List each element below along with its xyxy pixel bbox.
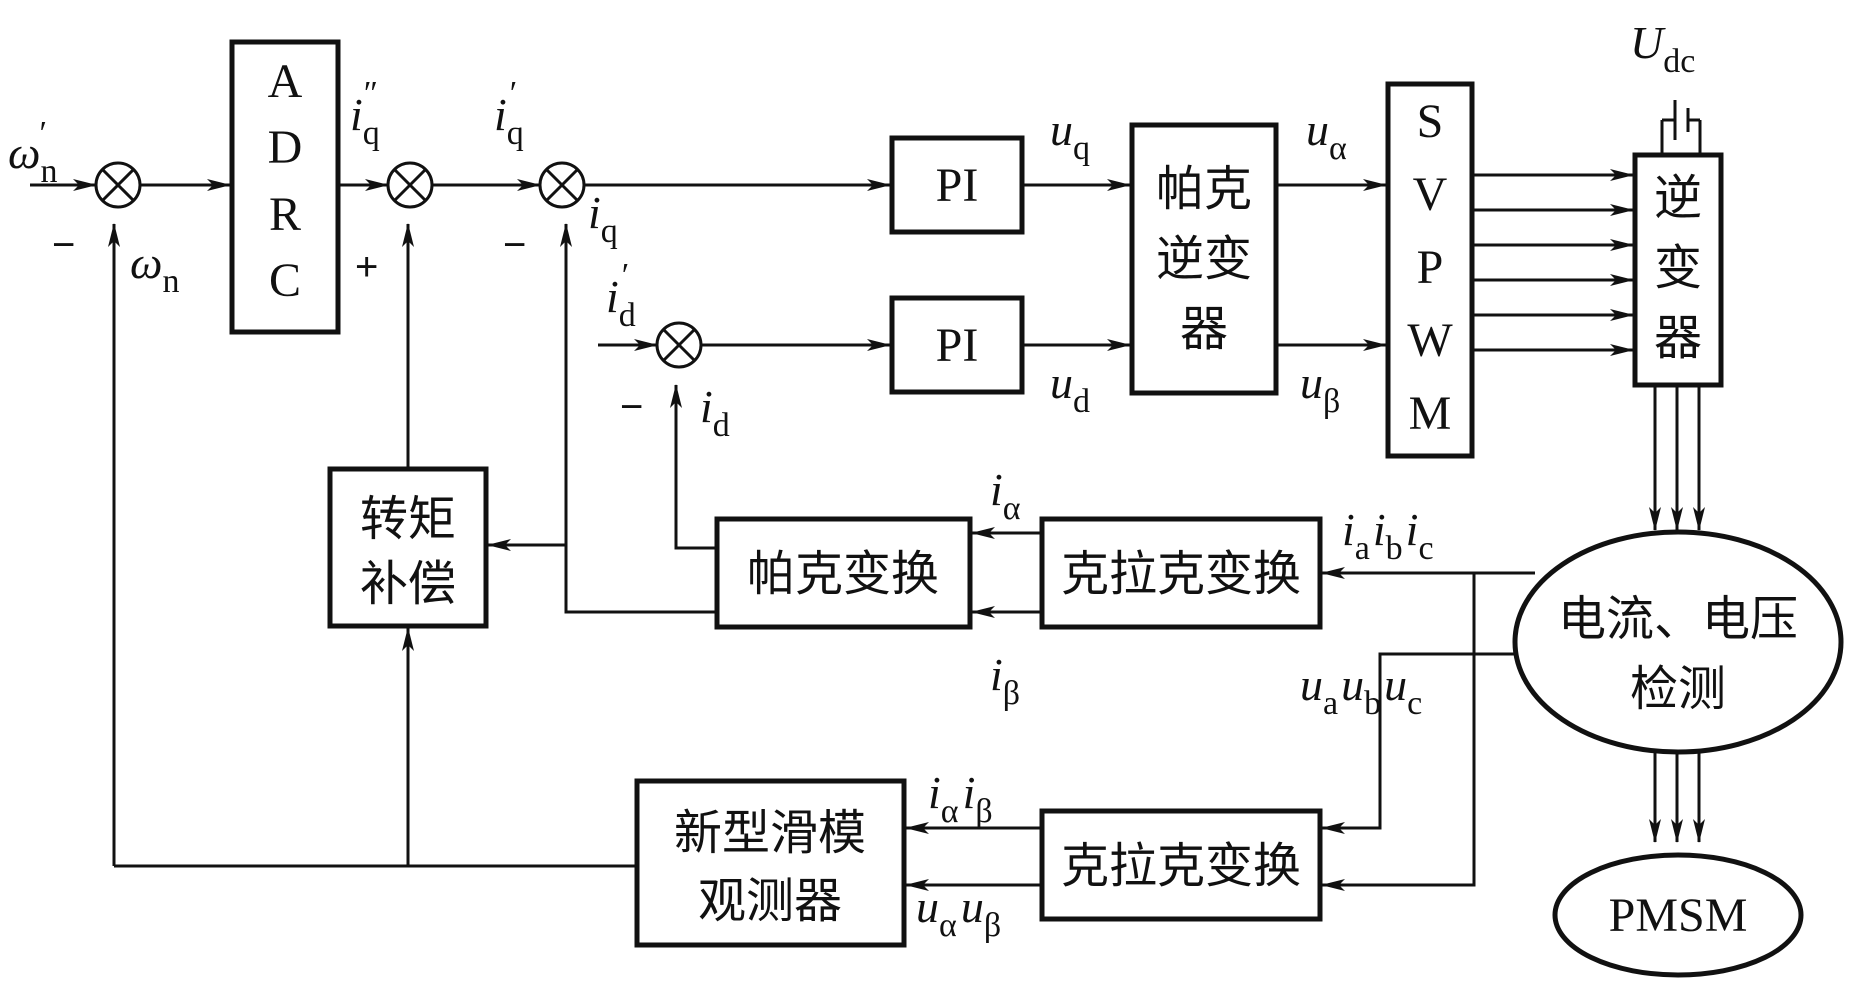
svg-text:C: C — [269, 254, 301, 307]
label-i-abc: iaibic — [1342, 504, 1434, 567]
svg-text:检测: 检测 — [1630, 661, 1726, 717]
svg-text:新型滑模: 新型滑模 — [674, 805, 866, 861]
pmsm-motor-block: PMSM — [1552, 852, 1804, 978]
label-i-beta: iβ — [990, 649, 1020, 712]
pi-q-controller: PI — [889, 135, 1025, 235]
svg-text:D: D — [268, 121, 303, 174]
svg-text:观测器: 观测器 — [698, 873, 842, 929]
label-omega-ref: ωn′ — [8, 115, 57, 190]
sign-speed-minus: − — [52, 223, 75, 267]
id-current-summing-junction — [655, 321, 703, 369]
svpwm-block: S V P W M — [1385, 81, 1475, 459]
svg-text:P: P — [1417, 241, 1444, 294]
label-u-abc: uaubuc — [1300, 659, 1422, 722]
speed-summing-junction — [94, 161, 142, 209]
label-iq-double-prime: iq″ — [350, 75, 380, 152]
iq-current-summing-junction — [538, 161, 586, 209]
connection-wires — [30, 100, 1705, 891]
sign-iq-plus: + — [355, 245, 378, 289]
clarke-voltage-block: 克拉克变换 — [1039, 808, 1323, 922]
svg-text:帕克: 帕克 — [1156, 161, 1252, 217]
svg-text:电流、电压: 电流、电压 — [1558, 591, 1798, 647]
pi-d-controller: PI — [889, 295, 1025, 395]
sliding-mode-observer-block: 新型滑模 观测器 — [634, 778, 907, 948]
svg-text:M: M — [1409, 387, 1452, 440]
svg-text:逆: 逆 — [1654, 170, 1702, 226]
iq-compensation-summing-junction — [386, 161, 434, 209]
svg-text:变: 变 — [1654, 240, 1702, 296]
svg-text:R: R — [269, 188, 301, 241]
svg-text:PMSM: PMSM — [1609, 889, 1748, 942]
svg-text:克拉克变换: 克拉克变换 — [1061, 838, 1301, 894]
svg-text:器: 器 — [1180, 301, 1228, 357]
label-u-alpha-beta: uαuβ — [916, 881, 1001, 944]
svg-text:克拉克变换: 克拉克变换 — [1061, 546, 1301, 602]
park-transform-block: 帕克变换 — [714, 516, 973, 630]
svg-text:PI: PI — [936, 159, 979, 212]
svg-text:A: A — [268, 55, 303, 108]
svg-text:V: V — [1413, 168, 1448, 221]
label-i-alpha: iα — [990, 464, 1021, 527]
svg-text:S: S — [1417, 95, 1444, 148]
svg-text:补偿: 补偿 — [360, 556, 456, 612]
label-udc: Udc — [1630, 17, 1695, 80]
clarke-current-block: 克拉克变换 — [1039, 516, 1323, 630]
sign-iq-minus: − — [503, 223, 526, 267]
inverse-park-block: 帕克 逆变 器 — [1129, 122, 1279, 396]
label-ud: ud — [1050, 357, 1090, 420]
svg-text:PI: PI — [936, 319, 979, 372]
label-iq-prime: iq′ — [494, 75, 524, 152]
svg-text:逆变: 逆变 — [1156, 231, 1252, 287]
sign-id-minus: − — [620, 385, 643, 429]
label-u-beta: uβ — [1300, 357, 1340, 420]
adrc-block: A D R C — [229, 39, 341, 335]
label-iq-feedback: iq — [588, 187, 618, 250]
label-uq: uq — [1050, 104, 1090, 167]
svg-text:W: W — [1407, 314, 1453, 367]
label-u-alpha: uα — [1306, 104, 1347, 167]
current-voltage-detection-block: 电流、电压 检测 — [1512, 529, 1844, 755]
label-id-prime: id′ — [606, 257, 636, 334]
svg-text:帕克变换: 帕克变换 — [747, 546, 939, 602]
label-omega-feedback: ωn — [130, 237, 179, 300]
svg-text:转矩: 转矩 — [360, 491, 456, 547]
label-i-alpha-beta: iαiβ — [928, 767, 993, 830]
inverter-block: 逆 变 器 — [1632, 152, 1724, 388]
svg-text:器: 器 — [1654, 310, 1702, 366]
label-id-feedback: id — [700, 381, 730, 444]
torque-compensation-block: 转矩 补偿 — [327, 466, 489, 629]
